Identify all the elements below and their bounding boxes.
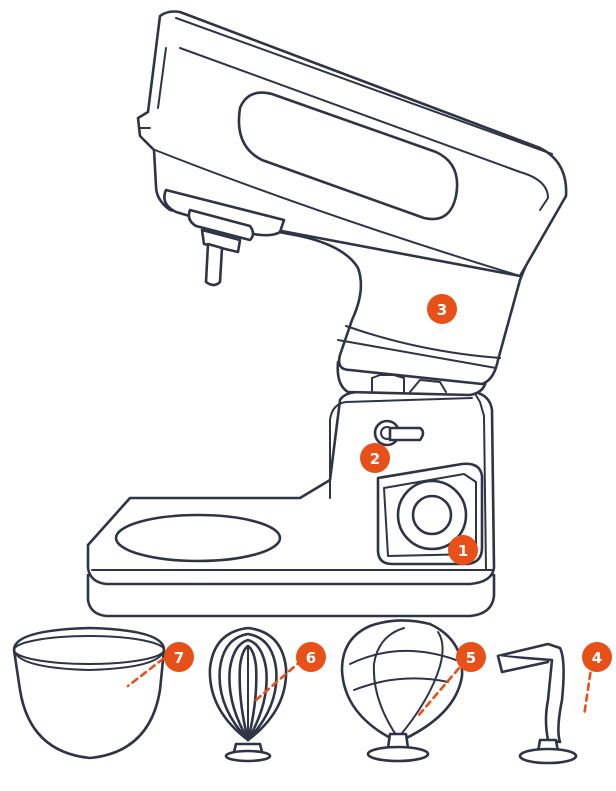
mixer-head bbox=[138, 12, 566, 385]
callout-6-label: 6 bbox=[306, 649, 316, 667]
callout-7: 7 bbox=[164, 642, 194, 672]
whisk-accessory bbox=[210, 628, 286, 761]
bowl-accessory bbox=[14, 628, 164, 758]
callout-1: 1 bbox=[448, 535, 478, 565]
callout-4: 4 bbox=[582, 642, 612, 672]
dough-hook-accessory bbox=[498, 644, 576, 763]
callout-7-label: 7 bbox=[174, 649, 184, 667]
callout-2-label: 2 bbox=[370, 450, 380, 468]
callout-5-label: 5 bbox=[466, 649, 476, 667]
callout-3: 3 bbox=[427, 294, 457, 324]
callout-2: 2 bbox=[360, 443, 390, 473]
callout-5: 5 bbox=[456, 642, 486, 672]
bowl-plate bbox=[116, 515, 280, 561]
flat-beater-accessory bbox=[342, 620, 462, 761]
callout-3-label: 3 bbox=[437, 301, 447, 319]
callout-6: 6 bbox=[296, 642, 326, 672]
callout-4-label: 4 bbox=[592, 649, 602, 667]
callout-1-label: 1 bbox=[458, 542, 468, 560]
